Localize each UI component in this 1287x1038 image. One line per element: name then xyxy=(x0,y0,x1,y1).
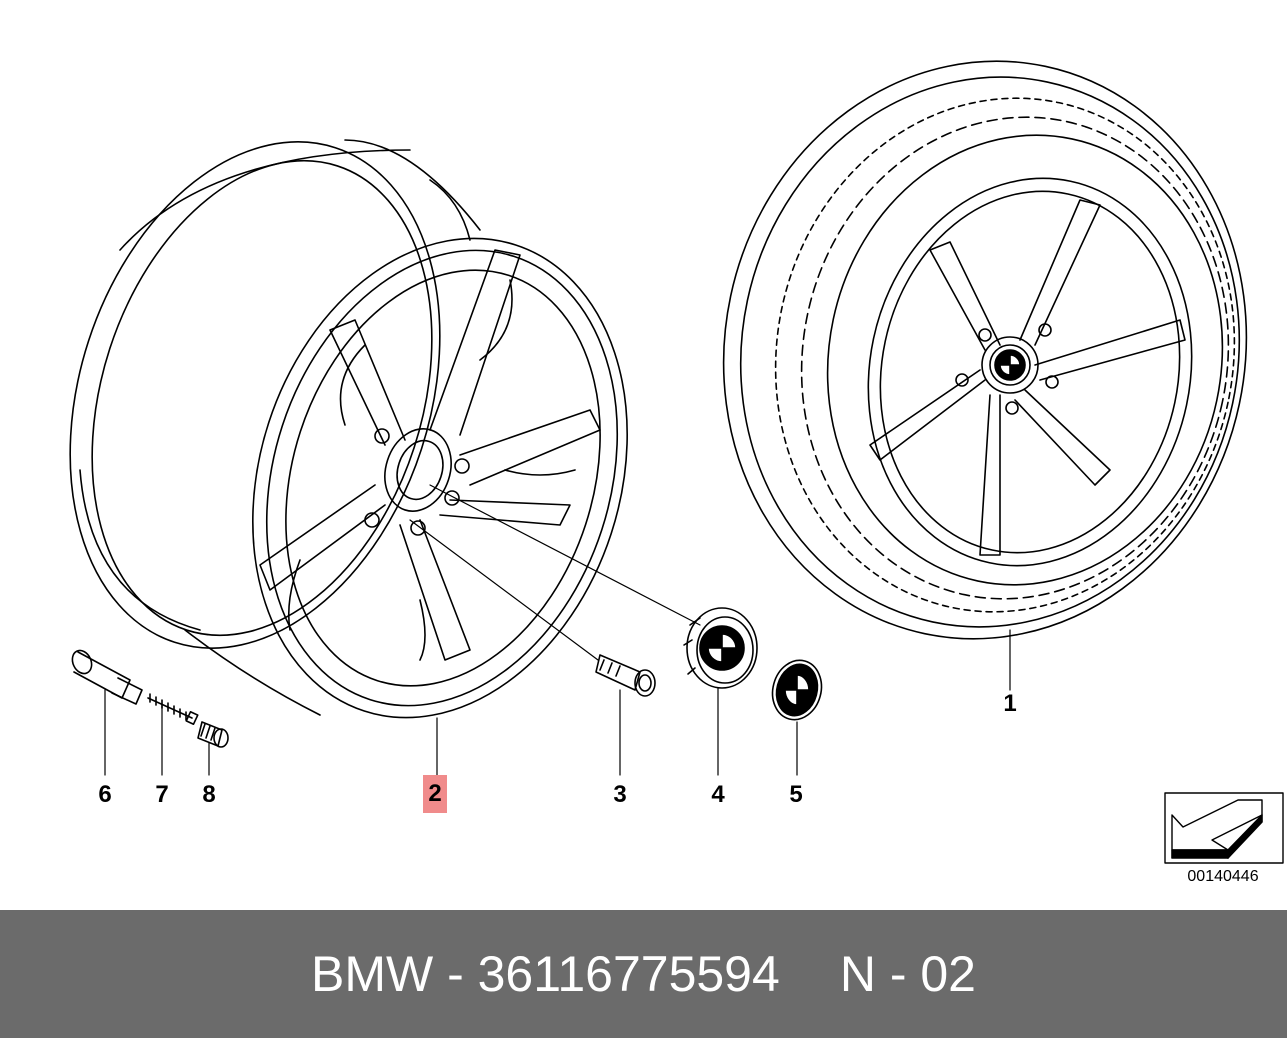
complete-wheel-drawing xyxy=(722,60,1248,640)
bmw-logo-icon xyxy=(994,349,1026,381)
emblem-drawing xyxy=(771,659,823,721)
view-direction-box xyxy=(1164,792,1284,864)
callout-4: 4 xyxy=(711,781,725,808)
hub-cap-drawing xyxy=(683,607,758,689)
callout-8: 8 xyxy=(202,781,216,808)
bmw-logo-icon xyxy=(699,625,745,671)
callout-5: 5 xyxy=(789,781,803,808)
bmw-logo-icon xyxy=(775,663,819,717)
callout-7: 7 xyxy=(155,781,169,808)
footer-bar: BMW - 36116775594 N - 02 xyxy=(0,910,1287,1038)
rim-drawing xyxy=(69,139,628,719)
brand-part-number: BMW - 36116775594 xyxy=(311,946,780,1002)
variant-code: N - 02 xyxy=(839,946,976,1002)
valve-drawing xyxy=(71,649,143,705)
valve-insert-drawing xyxy=(147,693,199,726)
wheel-bolt-drawing xyxy=(595,654,656,697)
valve-cap-drawing xyxy=(197,721,229,748)
callout-1: 1 xyxy=(1003,690,1017,717)
callout-3: 3 xyxy=(613,781,627,808)
callout-6: 6 xyxy=(98,781,112,808)
parts-diagram xyxy=(69,60,1284,864)
callout-2: 2 xyxy=(423,775,447,813)
leader-lines xyxy=(104,484,1011,776)
diagram-reference-code: 00140446 xyxy=(1187,868,1259,885)
view-direction-arrow-icon xyxy=(1171,799,1263,859)
